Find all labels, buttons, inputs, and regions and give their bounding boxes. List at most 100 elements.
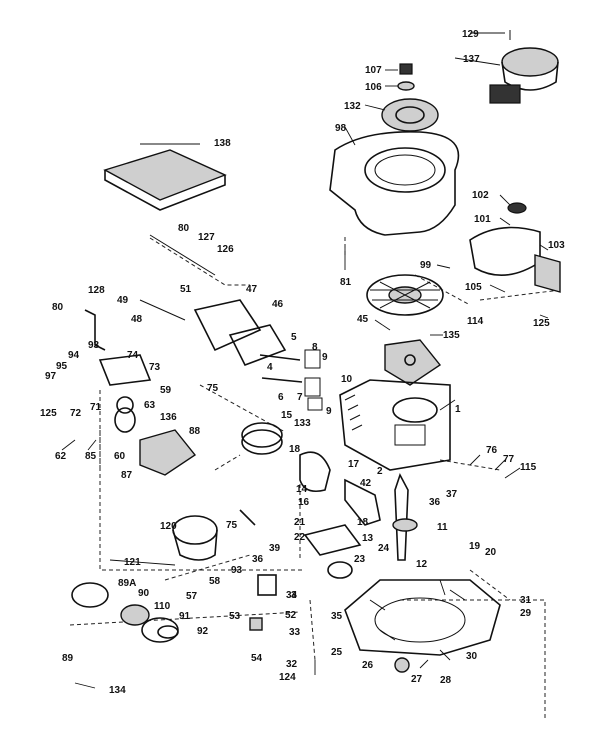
callout-15: 15 [281, 410, 293, 421]
callout-81: 81 [340, 277, 352, 288]
callout-94: 94 [68, 350, 80, 361]
callout-87: 87 [121, 470, 133, 481]
callout-45: 45 [357, 314, 369, 325]
air-cleaner-assembly [489, 30, 559, 104]
callout-138: 138 [214, 138, 231, 149]
callout-13: 13 [362, 533, 374, 544]
callout-46: 46 [272, 299, 284, 310]
callout-135: 135 [443, 330, 460, 341]
callout-74: 74 [127, 350, 139, 361]
callout-129: 129 [462, 29, 479, 40]
callout-27: 27 [411, 674, 423, 685]
piston-rings [241, 422, 331, 493]
callout-106: 106 [365, 82, 382, 93]
callout-5: 5 [291, 332, 297, 343]
callout-85: 85 [85, 451, 97, 462]
callout-88: 88 [189, 426, 201, 437]
callout-115: 115 [520, 462, 537, 473]
callout-20: 20 [485, 547, 497, 558]
callout-77: 77 [503, 454, 515, 465]
throttle-linkage [84, 309, 152, 386]
callout-105: 105 [465, 282, 482, 293]
callout-48: 48 [131, 314, 143, 325]
callout-11: 11 [437, 522, 448, 533]
callout-36: 36 [429, 497, 441, 508]
callout-136: 136 [160, 412, 177, 423]
cylinder-block [339, 379, 451, 471]
callout-10: 10 [341, 374, 353, 385]
callout-89a: 89A [118, 578, 136, 589]
callout-134: 134 [109, 685, 126, 696]
callout-3: 3 [291, 590, 297, 601]
callout-2: 2 [377, 466, 383, 477]
starter-assembly [71, 582, 179, 643]
callout-73: 73 [149, 362, 161, 373]
callout-125: 125 [533, 318, 550, 329]
callout-124: 124 [279, 672, 296, 683]
callout-17: 17 [348, 459, 360, 470]
callout-63: 63 [144, 400, 156, 411]
callout-26: 26 [362, 660, 374, 671]
callout-9: 9 [322, 352, 328, 363]
callout-34: 34 [286, 590, 298, 601]
callout-33: 33 [289, 627, 301, 638]
ignition-module [384, 339, 442, 386]
callout-120: 120 [160, 521, 177, 532]
callout-36-mid: 36 [252, 554, 264, 565]
callout-103: 103 [548, 240, 565, 251]
callout-114: 114 [467, 316, 484, 327]
callout-137: 137 [463, 54, 480, 65]
callout-1: 1 [455, 404, 461, 415]
callout-75: 75 [207, 383, 219, 394]
callout-75-lower: 75 [226, 520, 238, 531]
callout-91: 91 [179, 611, 191, 622]
callout-93-lower: 93 [231, 565, 243, 576]
fuel-tank [172, 515, 218, 561]
callout-62: 62 [55, 451, 67, 462]
callout-7: 7 [297, 392, 303, 403]
valves-springs [259, 349, 323, 411]
callout-42: 42 [360, 478, 372, 489]
callout-25: 25 [331, 647, 343, 658]
callout-126: 126 [217, 244, 234, 255]
carburetor [114, 396, 197, 476]
crankshaft-assembly [303, 472, 418, 579]
callout-107: 107 [365, 65, 382, 76]
callout-127: 127 [198, 232, 215, 243]
callout-19: 19 [469, 541, 481, 552]
callout-80-left: 80 [52, 302, 64, 313]
assembly-guide-lines [69, 235, 561, 720]
callout-21: 21 [294, 517, 306, 528]
governor-parts [239, 509, 277, 631]
callout-132: 132 [344, 101, 361, 112]
callout-labels: 129 137 107 106 132 98 138 102 101 103 8… [40, 29, 565, 696]
callout-52: 52 [285, 610, 297, 621]
callout-16: 16 [298, 497, 310, 508]
callout-128: 128 [88, 285, 105, 296]
callout-22: 22 [294, 532, 306, 543]
leader-lines [61, 32, 549, 689]
callout-60: 60 [114, 451, 126, 462]
callout-24: 24 [378, 543, 390, 554]
callout-97: 97 [45, 371, 57, 382]
callout-31: 31 [520, 595, 532, 606]
callout-92: 92 [197, 626, 209, 637]
callout-12: 12 [416, 559, 428, 570]
callout-98: 98 [335, 123, 347, 134]
callout-6: 6 [278, 392, 284, 403]
callout-9-lower: 9 [326, 406, 332, 417]
callout-95: 95 [56, 361, 68, 372]
callout-76: 76 [486, 445, 498, 456]
callout-58: 58 [209, 576, 221, 587]
air-filter [103, 149, 227, 211]
callout-28: 28 [440, 675, 452, 686]
callout-47: 47 [246, 284, 258, 295]
carb-gaskets [139, 234, 287, 367]
callout-49: 49 [117, 295, 129, 306]
callout-125-left: 125 [40, 408, 57, 419]
callout-8: 8 [312, 342, 318, 353]
callout-101: 101 [474, 214, 491, 225]
callout-133: 133 [294, 418, 311, 429]
flywheel [366, 274, 444, 316]
callout-110: 110 [154, 601, 171, 612]
